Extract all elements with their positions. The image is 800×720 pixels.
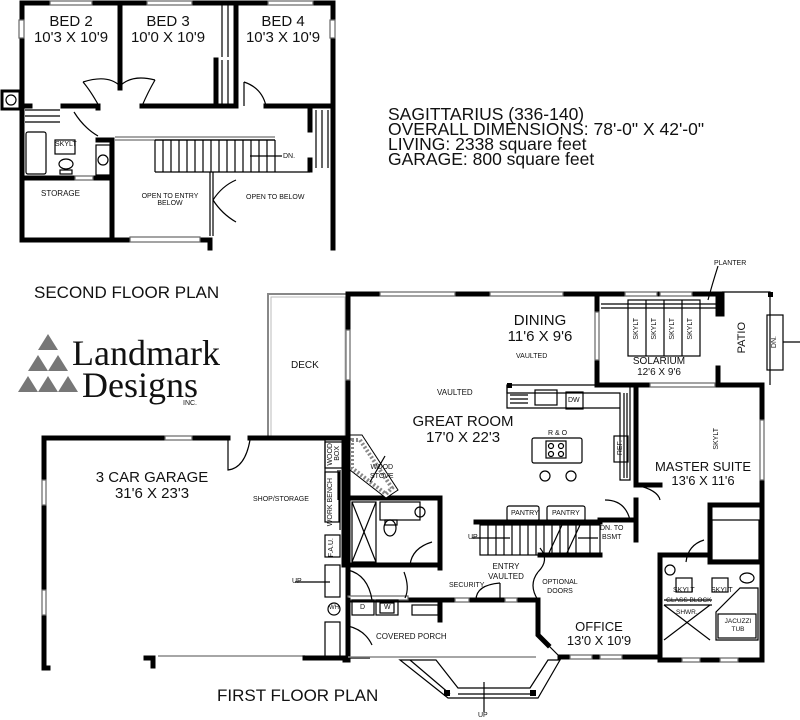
washer-label: W xyxy=(384,604,391,611)
room-size: 13'0 X 10'9 xyxy=(566,632,632,648)
room-name: BED 3 xyxy=(146,13,190,30)
label-line: DN. TO xyxy=(600,525,624,532)
room-great-room: GREAT ROOM 17'0 X 22'3 xyxy=(408,414,518,446)
room-size: 31'6 X 23'3 xyxy=(114,484,190,502)
skylight-label: SKYLT xyxy=(633,318,640,340)
bath-skylight-label-2: SKYLT xyxy=(711,587,733,594)
second-floor-stairs xyxy=(154,139,310,173)
patio-down-label: DN. xyxy=(771,336,778,349)
second-floor-walls xyxy=(0,0,336,251)
label-line: OPTIONAL xyxy=(542,579,578,586)
room-size: 10'3 X 10'9 xyxy=(245,28,321,46)
security-label: SECURITY xyxy=(449,582,485,589)
storage-label: STORAGE xyxy=(41,189,80,198)
landmark-logo-icon xyxy=(18,334,78,392)
room-name: GREAT ROOM xyxy=(412,413,514,430)
bath-skylight-label: SKYLT xyxy=(673,587,695,594)
room-name: MASTER SUITE xyxy=(654,459,752,474)
room-patio: PATIO xyxy=(736,322,748,354)
skylight-label: SKYLT xyxy=(669,318,676,340)
covered-porch-label: COVERED PORCH xyxy=(376,632,447,641)
room-size: 11'6 X 9'6 xyxy=(507,327,573,345)
room-size: 13'6 X 11'6 xyxy=(671,472,735,488)
label-line: OPEN TO ENTRY xyxy=(141,193,199,200)
room-name: BED 4 xyxy=(261,13,305,30)
room-garage: 3 CAR GARAGE 31'6 X 23'3 xyxy=(92,470,212,502)
pantry-label-2: PANTRY xyxy=(552,510,580,517)
label-line: BSMT xyxy=(602,534,622,541)
living-area: LIVING: 2338 square feet xyxy=(388,134,587,154)
room-name: OFFICE xyxy=(575,619,623,634)
label-line: ENTRY xyxy=(492,562,520,571)
label-line: VAULTED xyxy=(488,572,524,581)
skylight-label: SKYLT xyxy=(687,318,694,340)
optional-doors-label: OPTIONAL DOORS xyxy=(540,578,580,596)
entry-label: ENTRY VAULTED xyxy=(486,562,526,582)
room-bed-4: BED 4 10'3 X 10'9 xyxy=(240,14,326,46)
overall-dimensions: OVERALL DIMENSIONS: 78'-0" X 42'-0" xyxy=(388,119,705,139)
pantry-label: PANTRY xyxy=(511,510,539,517)
dining-vaulted-label: VAULTED xyxy=(516,353,548,360)
label-line: JACUZZI xyxy=(724,618,752,625)
plan-info: SAGITTARIUS (336-140) OVERALL DIMENSIONS… xyxy=(388,104,705,169)
down-label: DN. xyxy=(283,153,296,160)
room-bed-2: BED 2 10'3 X 10'9 xyxy=(30,14,112,46)
room-size: 17'0 X 22'3 xyxy=(425,428,501,446)
room-name: 3 CAR GARAGE xyxy=(95,469,209,486)
room-size: 12'6 X 9'6 xyxy=(637,366,681,378)
room-size: 10'3 X 10'9 xyxy=(33,28,109,46)
planter-label: PLANTER xyxy=(714,260,747,267)
open-to-below-label: OPEN TO BELOW xyxy=(246,194,305,201)
porch-up-label: UP xyxy=(478,712,488,719)
shower-label: SHWR. xyxy=(676,609,698,616)
brand-line2: Designs xyxy=(82,365,198,405)
room-dining: DINING 11'6 X 9'6 xyxy=(490,313,590,345)
work-bench-label: WORK BENCH xyxy=(327,478,334,527)
glass-block-label: GLASS BLOCK xyxy=(666,597,712,604)
label-line: DOORS xyxy=(547,588,573,595)
label-line: WOOD xyxy=(370,464,394,471)
wood-box-label-2: BOX xyxy=(334,446,341,461)
first-floor-walls xyxy=(41,265,800,712)
label-line: STOVE xyxy=(370,473,394,480)
room-name: BED 2 xyxy=(49,13,93,30)
label-line: TUB xyxy=(731,626,745,633)
jacuzzi-tub-label: JACUZZI TUB xyxy=(722,618,754,634)
room-size: 10'0 X 10'9 xyxy=(130,28,206,46)
room-name: DINING xyxy=(513,312,567,329)
room-bed-3: BED 3 10'0 X 10'9 xyxy=(126,14,210,46)
dishwasher-label: DW xyxy=(568,397,580,404)
garage-area: GARAGE: 800 square feet xyxy=(388,149,595,169)
stairs-up-label: UP xyxy=(468,534,478,541)
plan-name: SAGITTARIUS (336-140) xyxy=(388,104,585,124)
skylight-label: SKYLT xyxy=(55,141,77,148)
brand-line1: Landmark xyxy=(72,333,220,373)
brand-suffix: INC. xyxy=(183,400,197,407)
water-heater-label: WH xyxy=(329,605,339,611)
shop-storage-label: SHOP/STORAGE xyxy=(253,496,309,503)
room-office: OFFICE 13'0 X 10'9 xyxy=(562,620,636,647)
room-name: SOLARIUM xyxy=(632,356,686,367)
first-floor-title: FIRST FLOOR PLAN xyxy=(217,686,379,705)
range-oven-label: R & O xyxy=(548,430,568,437)
garage-up-label: UP xyxy=(292,578,302,585)
master-skylight-label: SKYLT xyxy=(713,428,720,450)
room-solarium: SOLARIUM 12'6 X 9'6 xyxy=(614,356,704,378)
label-line: BELOW xyxy=(157,200,183,208)
room-deck: DECK xyxy=(291,360,319,371)
skylight-label: SKYLT xyxy=(651,318,658,340)
down-to-basement-label: DN. TO BSMT xyxy=(600,524,623,542)
refrigerator-label: REF. xyxy=(617,440,624,456)
open-to-entry-label: OPEN TO ENTRY BELOW xyxy=(140,193,200,208)
second-floor-title: SECOND FLOOR PLAN xyxy=(34,283,220,302)
dryer-label: D xyxy=(360,604,366,611)
great-room-vaulted-label: VAULTED xyxy=(437,388,473,397)
brand-name: Landmark Designs xyxy=(72,333,220,405)
wood-stove-label: WOOD STOVE xyxy=(370,463,394,481)
room-master-suite: MASTER SUITE 13'6 X 11'6 xyxy=(648,460,758,487)
first-floor-stairs xyxy=(472,524,601,556)
fau-label: F.A.U. xyxy=(328,538,335,558)
